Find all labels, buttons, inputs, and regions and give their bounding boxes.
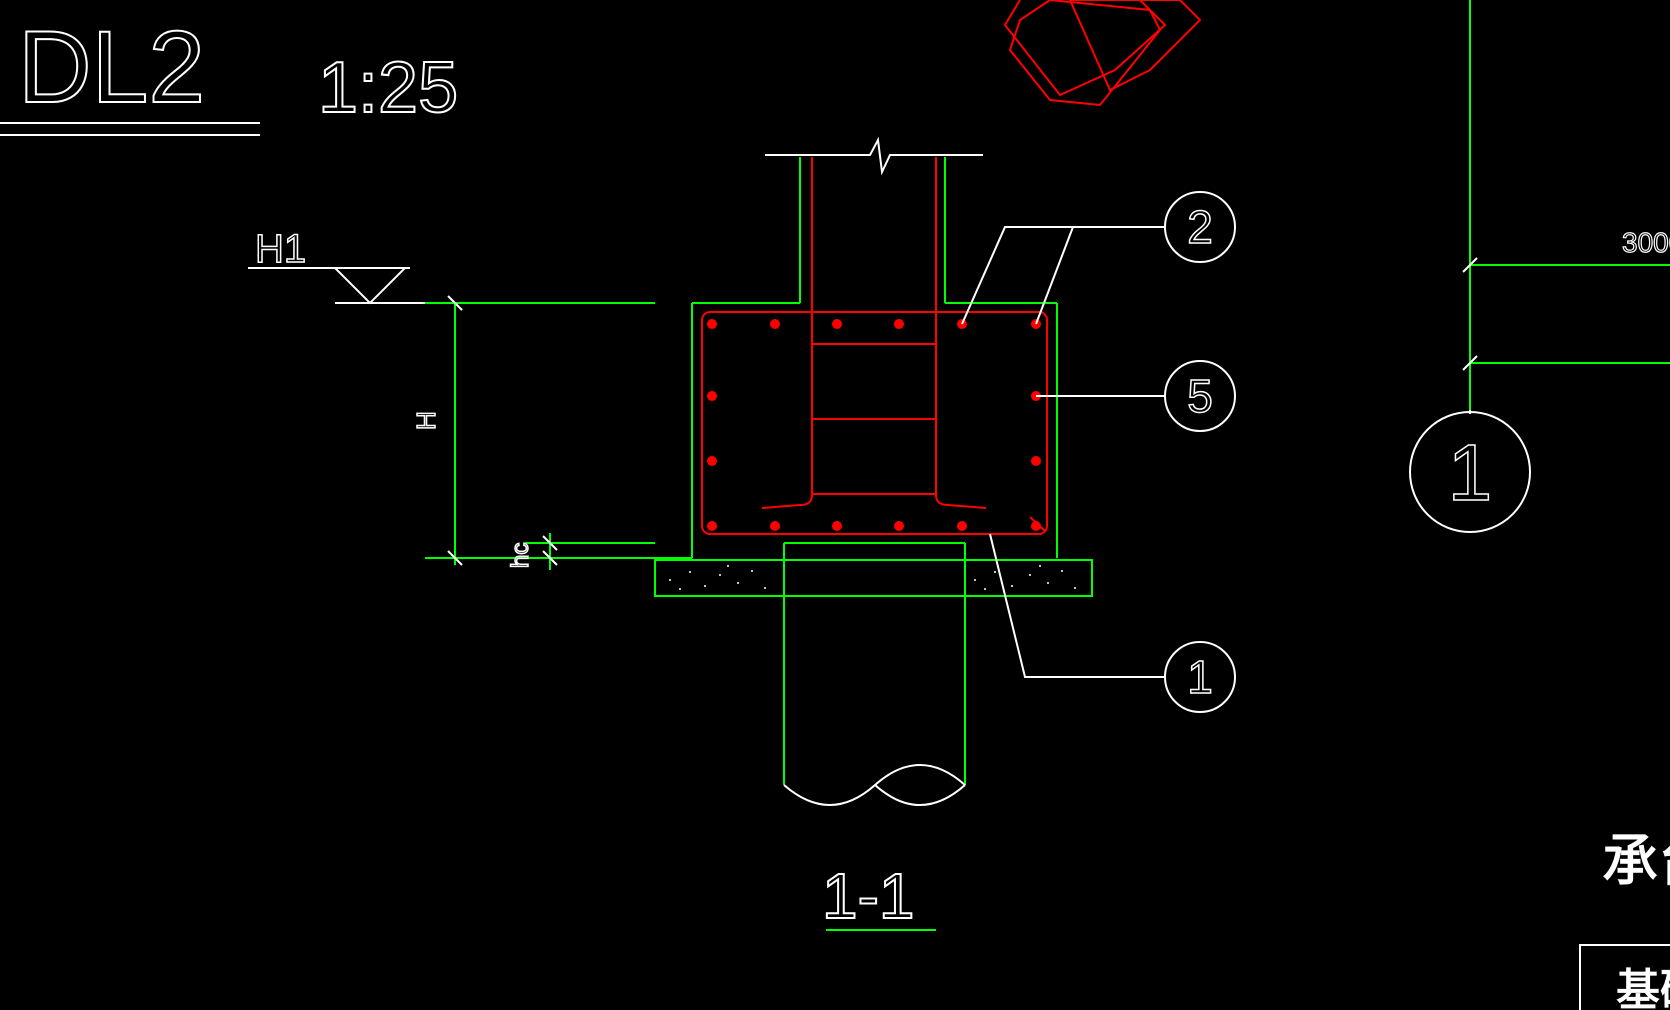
height-dimension-label: H [411,411,441,430]
callout-2: 2 [1164,191,1236,263]
title-label: DL2 [18,10,205,124]
pile [783,542,966,785]
dim-ticks [447,295,558,566]
section-label: 1-1 [822,860,915,932]
callout-leaders [961,226,1166,678]
callout-5-number: 5 [1187,370,1213,422]
top-shape [1003,0,1202,107]
callout-2-number: 2 [1187,201,1213,253]
callout-5: 5 [1164,360,1236,432]
right-edge-label-1: 承台 [1602,829,1670,894]
right-dim-ticks [1462,257,1478,371]
right-plan-lines [1469,0,1670,410]
pile-break [783,764,966,806]
elevation-label: H1 [255,227,306,271]
break-line [765,136,983,176]
axis-bubble-number: 1 [1448,428,1493,517]
callout-1: 1 [1164,641,1236,713]
right-dimension-label: 3000 [1622,227,1670,258]
beam-stirrup [701,311,1048,535]
scale-label: 1:25 [318,48,458,128]
rebar-dots [707,319,1041,531]
elevation-symbol: H1 [248,226,425,305]
cover-dimension-label: hc [507,543,534,568]
column-outline [691,157,1058,558]
level-lines [425,302,692,570]
callout-1-number: 1 [1187,651,1213,703]
axis-bubble: 1 [1409,411,1531,533]
right-edge-label-2: 基础 [1616,965,1670,1010]
column-rebars [761,157,987,509]
concrete-pad [654,559,1093,597]
right-edge-box [1579,944,1670,1010]
